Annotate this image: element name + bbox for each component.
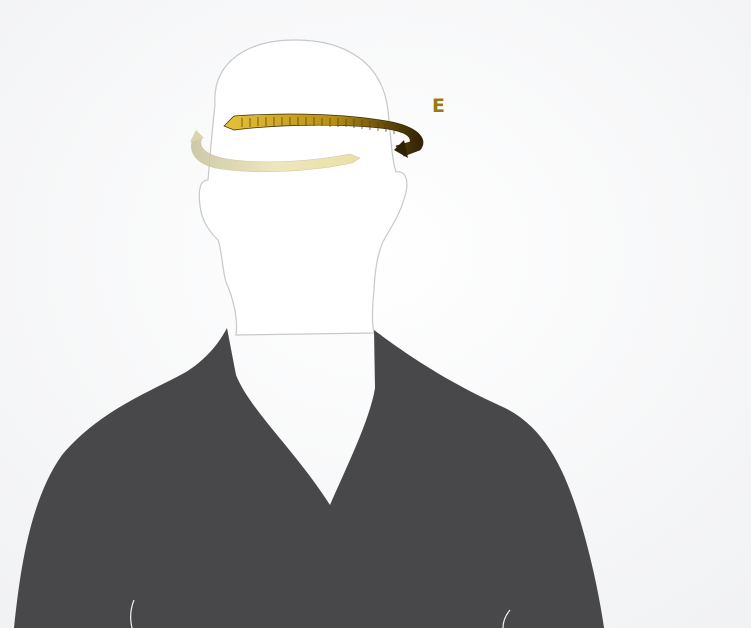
measurement-label: E: [432, 95, 445, 117]
